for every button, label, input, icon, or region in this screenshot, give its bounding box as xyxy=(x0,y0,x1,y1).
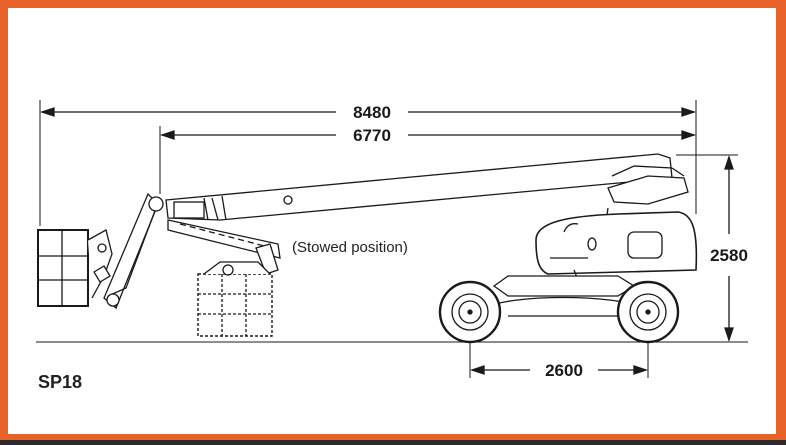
stowed-jib xyxy=(167,219,281,275)
diagram-panel: 8480 6770 2580 2600 (Stowed position) SP… xyxy=(8,8,776,434)
machine-diagram: 8480 6770 2580 2600 (Stowed position) SP… xyxy=(36,100,748,392)
overall-length-label: 8480 xyxy=(353,103,391,122)
wheelbase-label: 2600 xyxy=(545,361,583,380)
extended-basket xyxy=(37,229,113,307)
model-label: SP18 xyxy=(38,372,82,392)
front-wheel xyxy=(438,280,502,344)
turret xyxy=(535,165,698,281)
main-boom xyxy=(165,153,673,221)
boom-length-label: 6770 xyxy=(353,126,391,145)
height-label: 2580 xyxy=(710,246,748,265)
stowed-position-label: (Stowed position) xyxy=(292,239,408,256)
rear-wheel xyxy=(616,280,680,344)
jib-arm xyxy=(103,192,164,310)
stowed-basket xyxy=(197,261,273,337)
